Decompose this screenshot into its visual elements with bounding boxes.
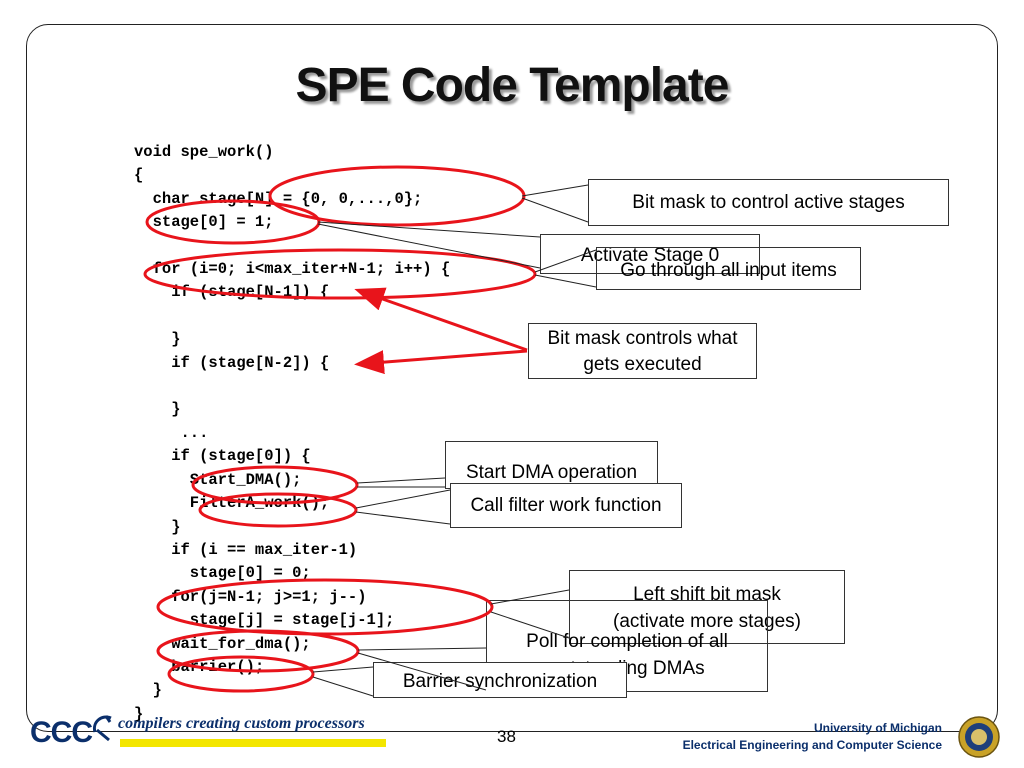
code-line: } [134,681,162,700]
ccc-logo: CCC [30,716,93,749]
callout-activate-stage0: Activate Stage 0 [540,234,760,274]
highlight-start-dma [191,465,359,505]
connector-barrier-sync [312,676,374,697]
code-line: ... [134,423,209,442]
code-line: Start_DMA(); [134,470,302,489]
university-name: University of Michigan [813,721,942,735]
code-line: void spe_work() [134,143,274,161]
code-line: if (stage[0]) { [134,447,311,466]
university-seal-icon [958,716,1000,758]
connector-activate-stage0 [317,221,541,238]
connector-filter-work [355,489,451,509]
code-line: stage[j] = stage[j-1]; [134,611,395,630]
callout-left-shift: Left shift bit mask (activate more stage… [569,570,845,644]
connector-input-items [534,249,597,273]
code-line: } [134,400,181,419]
department-name: Electrical Engineering and Computer Scie… [682,738,942,752]
code-line: stage[0] = 0; [134,564,311,583]
tagline: compilers creating custom processors [118,715,365,732]
code-line: char stage[N] = {0, 0,...,0}; [134,189,423,208]
connector-filter-work [355,511,451,525]
connector-left-shift [490,611,570,639]
callout-filter-work: Call filter work function [450,483,682,528]
highlight-inner-for [156,578,494,636]
page-number: 38 [497,727,516,746]
connector-poll-dma [357,652,487,691]
connector-bit-mask-active [521,197,589,223]
sickle-icon [92,715,112,742]
code-line: if (i == max_iter-1) [134,540,358,559]
highlight-stage0-init [145,199,321,245]
connector-start-dma [356,477,446,484]
callout-start-dma: Start DMA operation [445,441,658,489]
callout-bit-mask-exec: Bit mask controls what gets executed [528,323,757,379]
code-line: stage[0] = 1; [134,213,274,232]
connector-barrier-sync [312,666,374,673]
footer-logo: CCC compilers creating custom processors [30,712,386,756]
highlight-filter-work [198,492,358,528]
code-line: wait_for_dma(); [134,634,311,653]
highlight-for-loop [143,248,537,300]
callout-input-items: Go through all input items [596,247,861,290]
highlight-stage-array [268,165,526,227]
connector-poll-dma [357,647,487,651]
connector-input-items [534,274,597,288]
code-line: for (i=0; i<max_iter+N-1; i++) { [134,260,451,279]
tagline-highlight [120,739,386,747]
arrow-to-stage-n2 [354,349,528,375]
arrow-to-stage-n1 [354,287,528,352]
code-block: void spe_work() { char stage[N] = {0, 0,.… [134,141,450,726]
code-line: } [134,517,181,536]
university-credit: University of Michigan Electrical Engine… [683,720,942,754]
callout-barrier-sync: Barrier synchronization [373,662,627,698]
connector-bit-mask-active [521,184,589,197]
connector-left-shift [490,589,570,605]
code-line: { [134,166,144,185]
highlight-wait-dma [156,629,360,673]
code-line: } [134,330,181,349]
code-line: } [134,704,144,723]
code-line: for(j=N-1; j>=1; j--) [134,587,367,606]
callout-bit-mask-active: Bit mask to control active stages [588,179,949,226]
highlight-barrier [167,655,315,693]
connector-activate-stage0 [317,223,541,269]
slide-title: SPE Code Template [295,59,730,112]
code-line: if (stage[N-2]) { [134,353,330,372]
